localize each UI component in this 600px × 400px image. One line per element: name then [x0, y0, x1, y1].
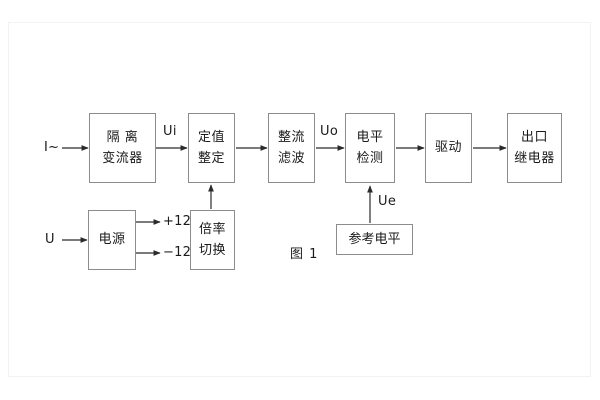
figure-outer-frame: [8, 22, 591, 377]
block-line-1: 电源: [98, 232, 126, 248]
block-line-2: 检测: [356, 151, 384, 166]
block-line-1: 定值: [197, 129, 225, 145]
signal-label-ui: Ui: [163, 124, 177, 139]
input-label-voltage: U: [45, 232, 55, 247]
block-line-1: 参考电平: [348, 231, 401, 247]
block-reference-level[interactable]: 参考电平: [336, 224, 413, 255]
block-isolation-transformer[interactable]: 隔 离 变流器: [89, 113, 156, 183]
input-label-current: I~: [44, 140, 60, 155]
block-rectifier-filter[interactable]: 整流 滤波: [268, 113, 315, 183]
block-line-1: 驱动: [434, 140, 462, 156]
block-driver[interactable]: 驱动: [425, 113, 472, 183]
block-line-2: 整定: [197, 151, 225, 166]
block-line-2: 切换: [198, 243, 226, 258]
block-power-supply[interactable]: 电源: [88, 210, 136, 270]
block-line-1: 出口: [520, 129, 548, 145]
block-line-2: 继电器: [514, 151, 555, 166]
block-level-detection[interactable]: 电平 检测: [345, 113, 395, 183]
block-line-1: 隔 离: [106, 129, 139, 145]
block-line-1: 倍率: [198, 221, 226, 237]
block-output-relay[interactable]: 出口 继电器: [507, 113, 562, 183]
figure-caption: 图 1: [290, 247, 319, 262]
signal-label-ue: Ue: [378, 194, 397, 209]
block-line-1: 电平: [356, 129, 384, 145]
signal-label-uo: Uo: [320, 124, 339, 139]
block-line-2: 变流器: [102, 151, 143, 166]
block-line-1: 整流: [277, 129, 305, 145]
block-line-2: 滤波: [277, 151, 305, 166]
block-multiplier-switch[interactable]: 倍率 切换: [190, 210, 235, 270]
block-setting-value[interactable]: 定值 整定: [188, 113, 235, 183]
